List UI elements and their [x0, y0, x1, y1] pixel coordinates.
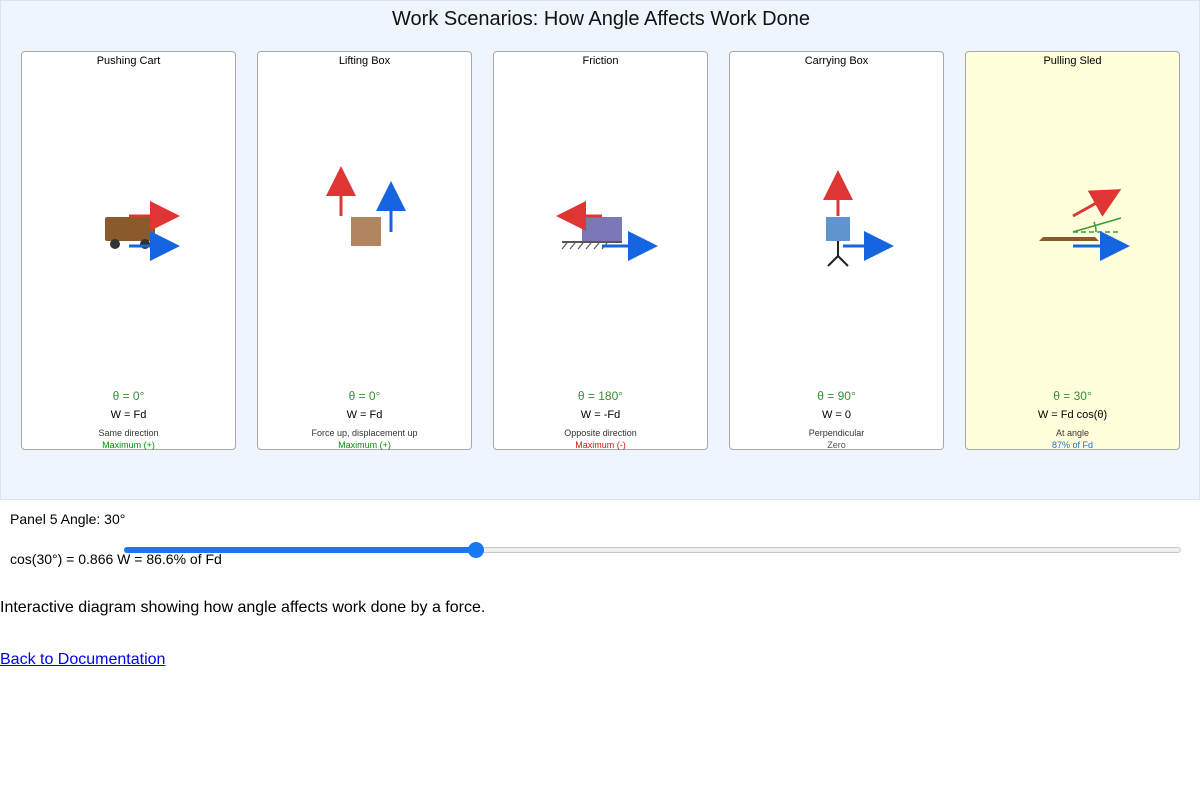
work-result: Zero [827, 440, 846, 450]
scenario-description: Opposite direction [564, 428, 637, 438]
panel-title: Lifting Box [338, 55, 391, 67]
work-formula: W = 0 [821, 409, 852, 421]
work-formula: W = Fd [110, 409, 147, 421]
diagram-title: Work Scenarios: How Angle Affects Work D… [392, 8, 810, 30]
box [826, 217, 850, 241]
work-formula: W = Fd [346, 409, 383, 421]
panel-title: Carrying Box [804, 55, 869, 67]
work-formula: W = Fd cos(θ) [1037, 409, 1108, 421]
work-result: 87% of Fd [1051, 440, 1094, 450]
angle-label: θ = 90° [817, 389, 856, 403]
person-leg [837, 255, 849, 267]
work-result: Maximum (+) [338, 440, 391, 450]
force-arrow [1072, 189, 1122, 218]
page-description: Interactive diagram showing how angle af… [0, 599, 486, 616]
scenario-description: Force up, displacement up [311, 428, 418, 438]
sled [1039, 237, 1099, 241]
ground-hatching [561, 242, 608, 250]
work-formula: W = -Fd [580, 409, 621, 421]
angle-slider[interactable] [124, 542, 1181, 558]
scenario-description: Perpendicular [808, 428, 865, 438]
pulling-sled-illustration [1039, 189, 1130, 261]
slider-fill [124, 547, 477, 553]
rope-line [1072, 217, 1122, 233]
cosine-readout: cos(30°) = 0.866 W = 86.6% of Fd [10, 551, 222, 567]
panel-pulling-sled: Pulling Sled θ = 30° W = Fd cos(θ) At an… [965, 51, 1180, 450]
carrying-box-illustration [823, 170, 894, 267]
lifting-box-illustration [326, 166, 406, 246]
angle-arc [1093, 221, 1097, 233]
panel-title: Pulling Sled [1043, 55, 1102, 67]
diagram-area: Work Scenarios: How Angle Affects Work D… [0, 0, 1200, 500]
panel-title: Friction [582, 55, 619, 67]
cart-wheel [110, 239, 120, 249]
panel-carrying-box: Carrying Box θ = 90° W = 0 Perpendicular… [729, 51, 944, 450]
angle-label: θ = 180° [577, 389, 624, 403]
panel-friction: Friction θ = 180° W = -Fd Opposite direc… [493, 51, 708, 450]
panel-pushing-cart: Pushing Cart θ = 0° W = Fd Same directio… [21, 51, 236, 450]
pushing-cart-illustration [105, 201, 180, 261]
person-leg [827, 255, 839, 267]
angle-label: θ = 0° [112, 389, 145, 403]
panel-title: Pushing Cart [96, 55, 161, 67]
work-result: Maximum (-) [575, 440, 626, 450]
box [351, 217, 381, 246]
block [582, 217, 622, 241]
cart-body [105, 217, 155, 241]
angle-label: θ = 0° [348, 389, 381, 403]
scenario-description: At angle [1055, 428, 1090, 438]
panel-lifting-box: Lifting Box θ = 0° W = Fd Force up, disp… [257, 51, 472, 450]
angle-label: θ = 30° [1053, 389, 1092, 403]
back-to-documentation-link[interactable]: Back to Documentation [0, 651, 166, 668]
slider-thumb[interactable] [468, 542, 485, 558]
scenario-description: Same direction [98, 428, 159, 438]
angle-control-label: Panel 5 Angle: 30° [10, 511, 126, 527]
work-result: Maximum (+) [102, 440, 155, 450]
friction-illustration [556, 201, 658, 261]
